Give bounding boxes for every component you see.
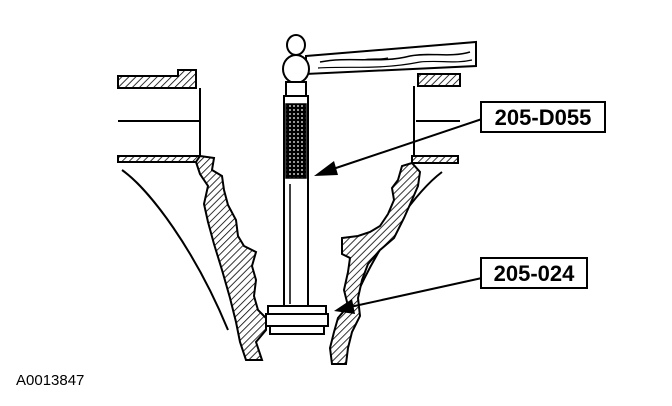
callout-label-205-024: 205-024 xyxy=(480,257,588,289)
housing-left-wall xyxy=(194,154,267,361)
housing-right-wall xyxy=(328,161,422,365)
leader-line-205-D055 xyxy=(314,118,483,176)
housing-upper-left-flange xyxy=(117,69,208,163)
leader-line-205-024 xyxy=(334,277,483,314)
callout-label-205-D055: 205-D055 xyxy=(480,101,606,133)
figure-id: A0013847 xyxy=(16,372,85,389)
bearing-driver xyxy=(265,305,329,335)
tool-shaft xyxy=(283,95,309,309)
housing-upper-right-flange xyxy=(411,73,461,164)
tool-knob xyxy=(282,34,310,97)
wood-handle xyxy=(305,40,477,76)
